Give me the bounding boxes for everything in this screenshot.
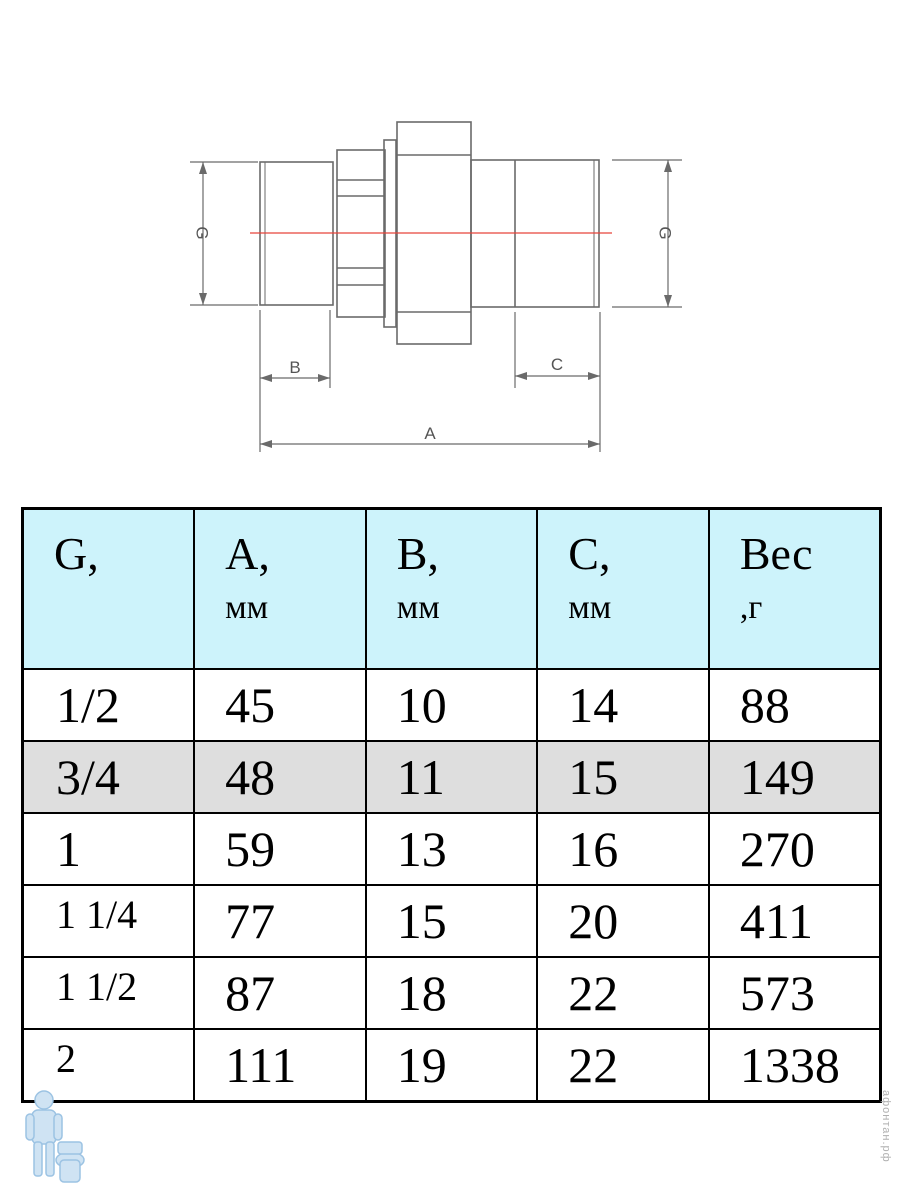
cell-c: 20 xyxy=(536,884,710,958)
table-row: 1/2 45 10 14 88 xyxy=(21,668,882,742)
cell-weight: 88 xyxy=(707,668,882,742)
header-row: G, A,мм B,мм C,мм Вес,г xyxy=(21,507,882,670)
cell-c: 22 xyxy=(536,956,710,1030)
label-g-left: G xyxy=(193,226,212,239)
cell-a: 77 xyxy=(193,884,367,958)
cell-g: 1 xyxy=(21,812,196,886)
table-row: 2 111 19 22 1338 xyxy=(21,1028,882,1103)
cell-weight: 270 xyxy=(707,812,882,886)
cell-c: 14 xyxy=(536,668,710,742)
cell-b: 11 xyxy=(364,740,539,814)
fitting-drawing: G G B C A xyxy=(190,121,682,452)
cell-g: 1 1/4 xyxy=(21,884,196,958)
header-g: G, xyxy=(21,507,196,670)
table-row: 1 59 13 16 270 xyxy=(21,812,882,886)
cell-weight: 411 xyxy=(707,884,882,958)
cell-c: 16 xyxy=(536,812,710,886)
cell-b: 10 xyxy=(364,668,539,742)
label-a: A xyxy=(424,424,436,443)
header-weight: Вес,г xyxy=(707,507,882,670)
cell-weight: 573 xyxy=(707,956,882,1030)
cell-a: 45 xyxy=(193,668,367,742)
label-c: C xyxy=(551,355,563,374)
table-row: 1 1/2 87 18 22 573 xyxy=(21,956,882,1030)
cell-b: 13 xyxy=(364,812,539,886)
plumber-mascot-icon xyxy=(25,1090,85,1183)
cell-weight: 1338 xyxy=(707,1028,882,1103)
label-g-right: G xyxy=(656,226,675,239)
label-b: B xyxy=(289,358,300,377)
cell-a: 59 xyxy=(193,812,367,886)
cell-a: 111 xyxy=(193,1028,367,1103)
cell-g: 3/4 xyxy=(21,740,196,814)
cell-a: 48 xyxy=(193,740,367,814)
cell-g: 1/2 xyxy=(21,668,196,742)
spec-table: G, A,мм B,мм C,мм Вес,г 1/2 45 10 14 88 … xyxy=(21,507,882,1103)
cell-weight: 149 xyxy=(707,740,882,814)
header-b: B,мм xyxy=(364,507,539,670)
cell-a: 87 xyxy=(193,956,367,1030)
table-row: 1 1/4 77 15 20 411 xyxy=(21,884,882,958)
cell-b: 15 xyxy=(364,884,539,958)
cell-c: 15 xyxy=(536,740,710,814)
header-a: A,мм xyxy=(193,507,367,670)
cell-g: 1 1/2 xyxy=(21,956,196,1030)
table-row: 3/4 48 11 15 149 xyxy=(21,740,882,814)
cell-c: 22 xyxy=(536,1028,710,1103)
cell-b: 18 xyxy=(364,956,539,1030)
cell-g: 2 xyxy=(21,1028,196,1103)
header-c: C,мм xyxy=(536,507,710,670)
cell-b: 19 xyxy=(364,1028,539,1103)
watermark: афонтан.рф xyxy=(880,1090,892,1163)
